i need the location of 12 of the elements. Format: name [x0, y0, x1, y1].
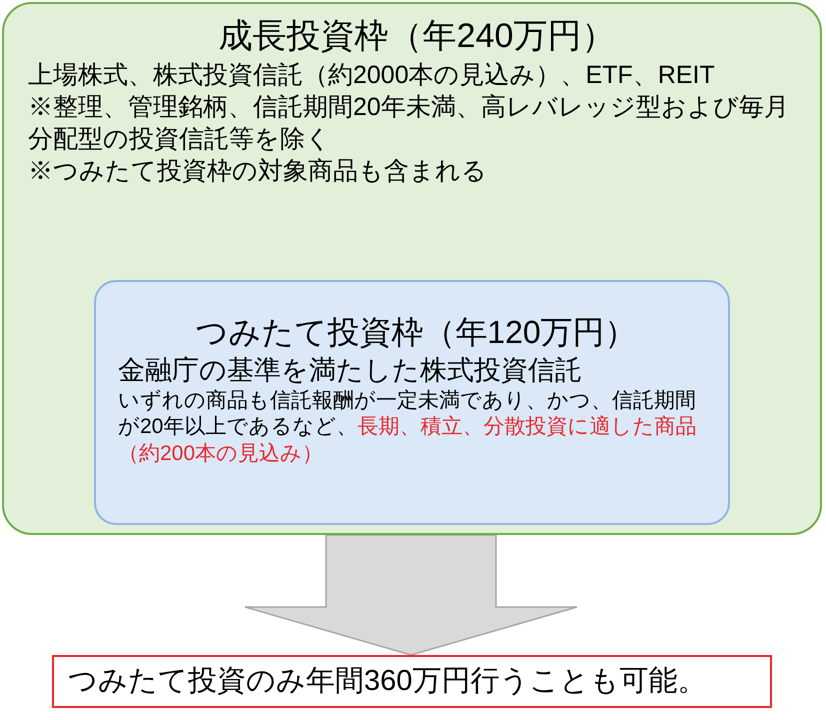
panel-heading: つみたて投資枠（年120万円）: [194, 313, 638, 352]
category-panel: [94, 280, 730, 525]
description-text: いずれの商品も信託報酬が一定未満であり、かつ、信託期間が20年以上であるなど、長期、積立、分散投資に適した商品（約200本の見込み）: [118, 388, 698, 468]
category-panel: [2, 2, 822, 535]
note-text: つみたて投資のみ年間360万円行うことも可能。: [68, 664, 708, 699]
note-text: ※整理、管理銘柄、信託期間20年未満、高レバレッジ型および毎月分配型の投資信託等を除く: [28, 92, 790, 155]
description-text: 上場株式、株式投資信託（約2000本の見込み）、ETF、REIT: [28, 60, 716, 91]
description-text: 金融庁の基準を満たした株式投資信託: [118, 354, 583, 387]
block-arrow: [244, 534, 578, 656]
panel-heading: 成長投資枠（年240万円）: [218, 16, 616, 57]
note-box: [52, 655, 772, 708]
note-text: ※つみたて投資枠の対象商品も含まれる: [28, 156, 488, 187]
